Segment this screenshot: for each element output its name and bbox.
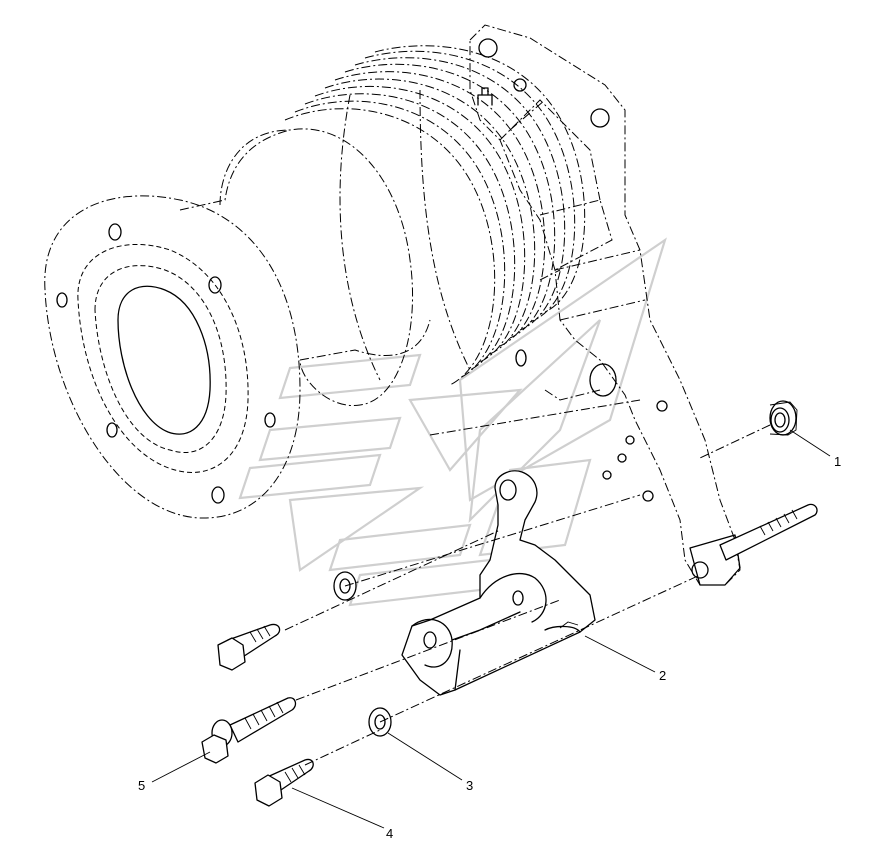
part-5-bolt <box>201 697 297 764</box>
callout-5: 5 <box>138 778 145 793</box>
pulley-hub-assembly <box>44 45 586 519</box>
callout-1: 1 <box>834 454 841 469</box>
assembly-axis-lines <box>284 399 771 766</box>
part-1-nut <box>769 400 798 436</box>
part-2-tensioner <box>401 470 596 696</box>
callout-2: 2 <box>659 668 666 683</box>
part-4-bolt <box>254 758 314 807</box>
stud-bolt <box>719 503 818 561</box>
callout-labels: 1 2 3 4 5 <box>138 454 841 841</box>
bolt-upper <box>217 623 281 671</box>
callout-leaders <box>151 429 831 829</box>
pulley-grooves <box>284 45 586 386</box>
watermark-logo <box>238 237 667 607</box>
callout-4: 4 <box>386 826 393 841</box>
callout-3: 3 <box>466 778 473 793</box>
mounting-bracket <box>469 24 741 586</box>
